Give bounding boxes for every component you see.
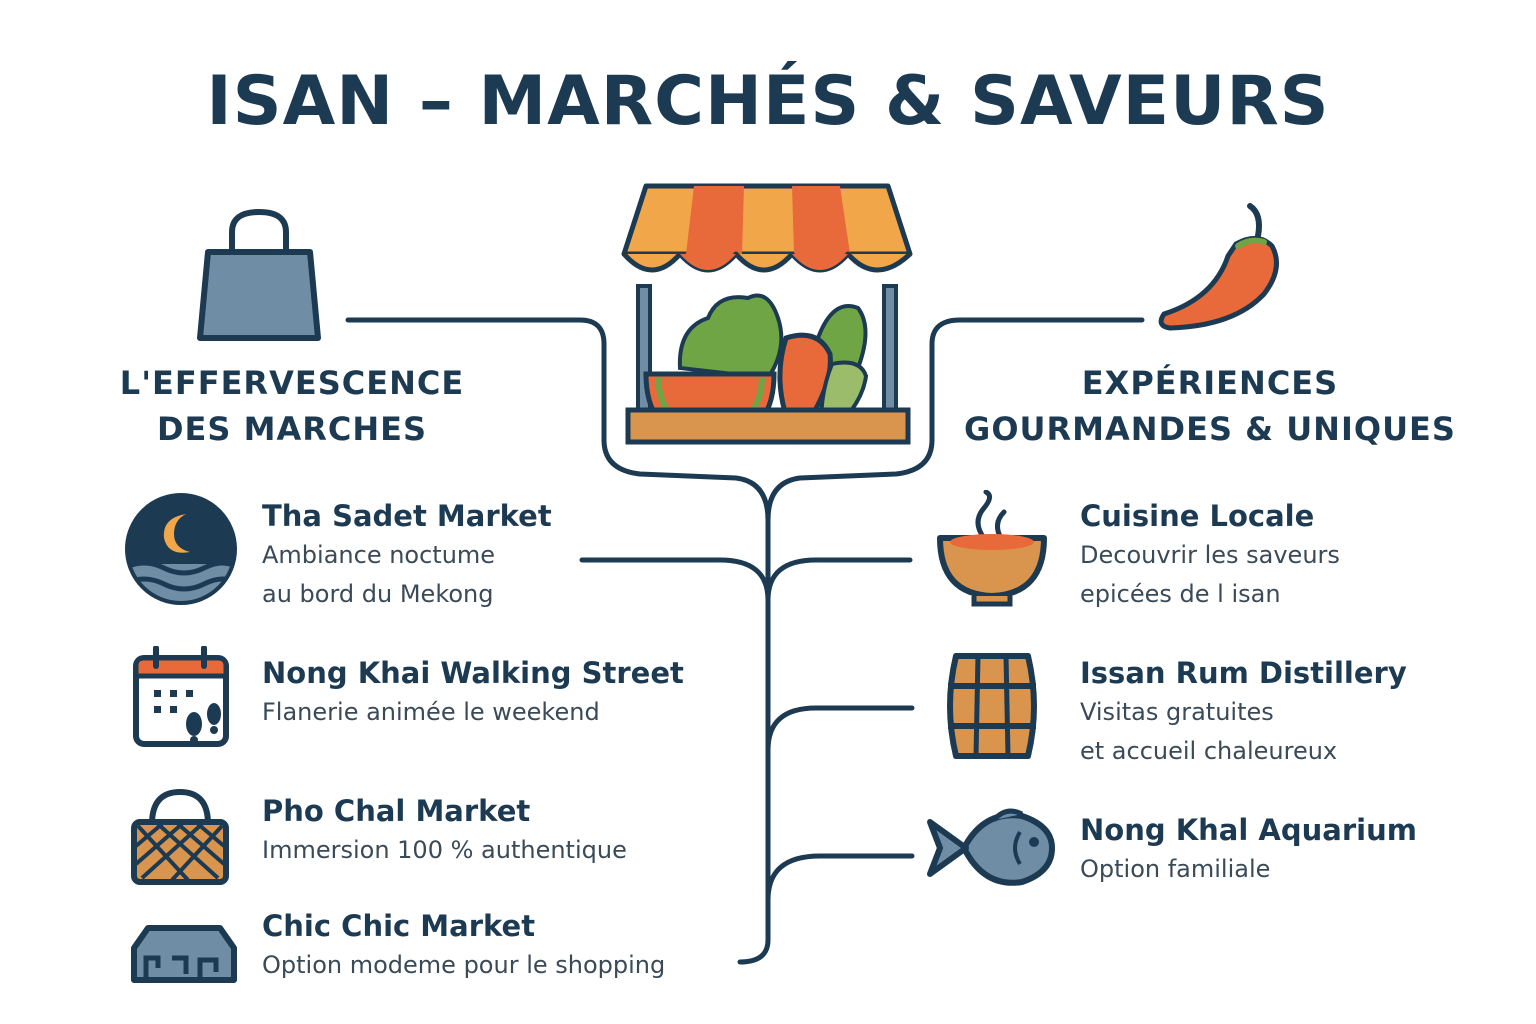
item-name: Issan Rum Distillery (1080, 656, 1407, 690)
list-item-chic-chic: Chic Chic Market Option modeme pour le s… (262, 906, 665, 985)
barrel-icon (947, 653, 1037, 759)
connector-right-top (765, 317, 1145, 523)
left-section-title-line1: L'EFFERVESCENCE (119, 364, 465, 402)
item-desc: Decouvrir les saveurs (1080, 541, 1340, 569)
left-section-title: L'EFFERVESCENCE DES MARCHES (92, 360, 492, 452)
right-section-title-line1: EXPÉRIENCES (1081, 364, 1339, 402)
list-item-rum-distillery: Issan Rum Distillery Visitas gratuites e… (1080, 653, 1407, 771)
item-desc: Immersion 100 % authentique (262, 836, 627, 864)
item-name: Cuisine Locale (1080, 499, 1315, 533)
list-item-tha-sadet: Tha Sadet Market Ambiance noctume au bor… (262, 496, 552, 614)
chili-pepper-icon (1158, 203, 1279, 331)
item-desc: Flanerie animée le weekend (262, 698, 600, 726)
soup-bowl-icon (937, 490, 1047, 607)
item-desc: Option familiale (1080, 855, 1271, 883)
connector-aquarium (765, 853, 915, 903)
item-name: Nong Khal Aquarium (1080, 813, 1417, 847)
calendar-footprints-icon (133, 646, 229, 747)
list-item-walking-street: Nong Khai Walking Street Flanerie animée… (262, 653, 684, 732)
item-desc-2: epicées de l isan (1080, 580, 1281, 608)
item-name: Chic Chic Market (262, 909, 536, 943)
item-desc-2: au bord du Mekong (262, 580, 494, 608)
woven-basket-icon (131, 788, 229, 885)
item-name: Pho Chal Market (262, 794, 531, 828)
connector-left-top (345, 317, 771, 965)
item-desc: Visitas gratuites (1080, 698, 1274, 726)
item-desc: Option modeme pour le shopping (262, 951, 666, 979)
item-name: Tha Sadet Market (262, 499, 552, 533)
moon-river-icon (125, 493, 237, 605)
connector-tha-sadet (579, 557, 771, 603)
item-desc-2: et accueil chaleureux (1080, 737, 1338, 765)
connector-rum (765, 705, 915, 753)
page-title: ISAN – MARCHÉS & SAVEURS (206, 62, 1330, 141)
market-building-icon (131, 925, 237, 983)
item-name: Nong Khai Walking Street (262, 656, 684, 690)
connector-cuisine (765, 557, 913, 603)
list-item-aquarium: Nong Khal Aquarium Option familiale (1080, 810, 1417, 889)
list-item-pho-chal: Pho Chal Market Immersion 100 % authenti… (262, 791, 627, 870)
item-desc: Ambiance noctume (262, 541, 496, 569)
market-stall-icon (621, 183, 913, 445)
shopping-bag-icon (197, 208, 321, 341)
right-section-title: EXPÉRIENCES GOURMANDES & UNIQUES (950, 360, 1470, 452)
fish-icon (927, 808, 1055, 886)
left-section-title-line2: DES MARCHES (156, 410, 428, 448)
right-section-title-line2: GOURMANDES & UNIQUES (964, 410, 1456, 448)
list-item-cuisine-locale: Cuisine Locale Decouvrir les saveurs epi… (1080, 496, 1340, 614)
